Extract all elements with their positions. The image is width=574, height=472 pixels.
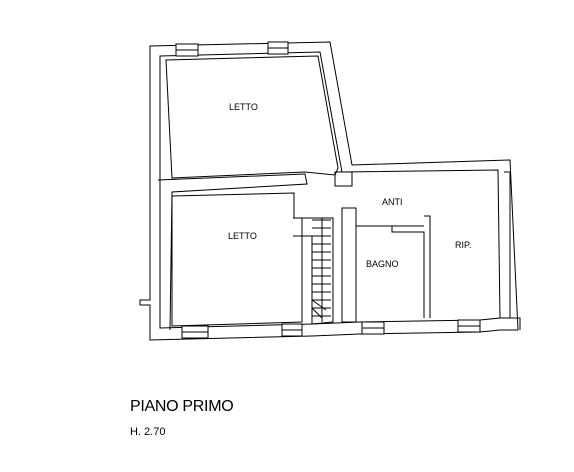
floor-height: H. 2.70 [130,426,166,438]
stair-treads [311,218,331,322]
window-south-4 [457,319,481,333]
stair-outline [293,217,334,325]
floor-title: PIANO PRIMO [130,398,234,415]
wall-stair-bagno [341,207,357,323]
outer-wall-inner [159,51,501,329]
room-label-letto-upper: LETTO [229,102,258,112]
wall-letto-lower [171,192,303,327]
window-south-2 [281,323,303,337]
wall-bagno [356,225,425,318]
room-label-letto-lower: LETTO [228,231,257,241]
room-label-anti: ANTI [382,197,403,207]
window-north-2 [267,41,289,55]
room-label-bagno: BAGNO [366,259,399,269]
wall-letto-upper [165,55,339,179]
wall-anti-rip [424,215,431,318]
room-label-rip: RIP. [455,240,471,250]
wall-bedroom-partition [157,173,308,331]
window-south-3 [361,321,385,335]
outer-wall-outer [139,41,519,341]
wall-pier [334,171,353,187]
window-north-1 [175,43,199,57]
window-south-1 [181,325,209,339]
wall-right-return [504,171,511,319]
wall-right-tail [500,317,521,330]
